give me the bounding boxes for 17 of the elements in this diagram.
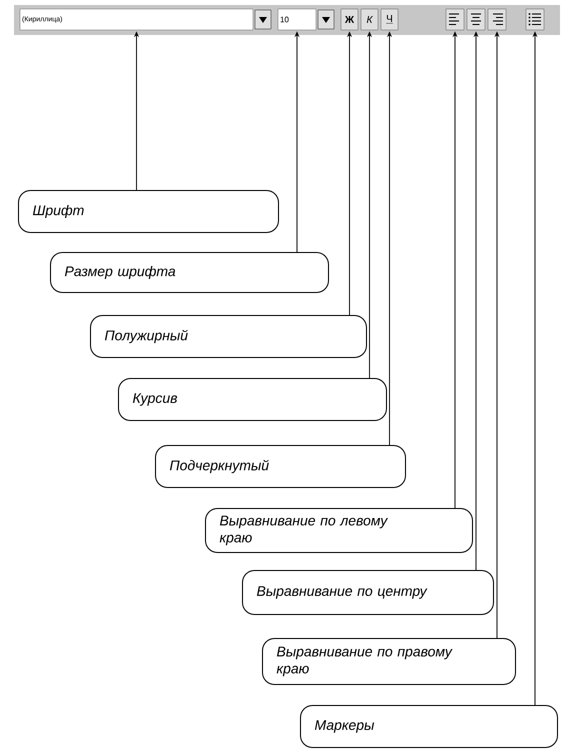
callout-box: Подчеркнутый [155,445,406,488]
callout-box: Маркеры [300,705,558,748]
toolbar-button [446,8,464,30]
callout-box: Размер шрифта [50,252,329,293]
callout-box: Полужирный [90,315,367,358]
toolbar-button [526,8,544,30]
callout-box: Шрифт [18,190,279,233]
callout-box: Выравнивание по центру [242,570,494,615]
toolbar-button [488,8,506,30]
toolbar-button [466,8,486,30]
callout-box: Курсив [118,378,387,421]
toolbar-button: Ж [340,8,358,30]
toolbar-button: К [360,8,378,30]
callout-box: Выравнивание по левому краю [205,508,473,553]
callout-box: Выравнивание по правому краю [262,638,516,685]
toolbar-button: Ч [380,8,398,30]
dropdown-field: 10 [278,8,334,30]
